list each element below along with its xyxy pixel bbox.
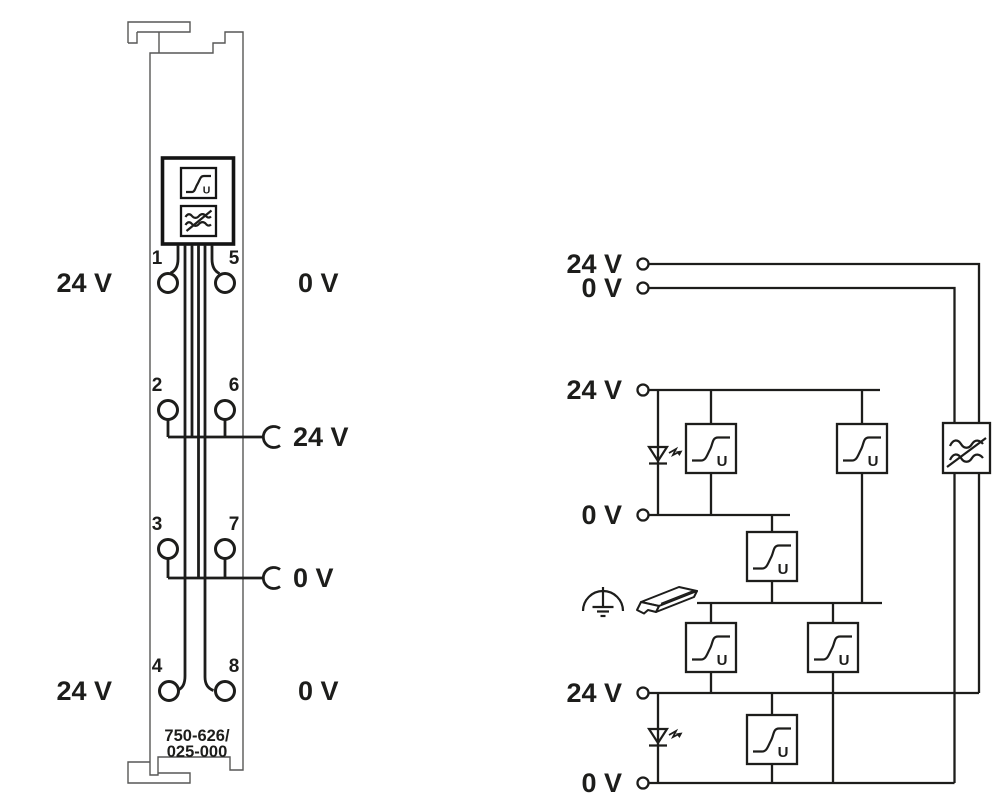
label-field-lower-0v: 0 V (581, 768, 622, 798)
contact-system-24v (636, 257, 650, 271)
terminal-number-4: 4 (152, 656, 163, 677)
earth-icon (581, 587, 625, 618)
terminals (157, 272, 236, 702)
terminal-number-2: 2 (152, 375, 163, 396)
surge-filter-box-2 (835, 422, 889, 475)
label-jumper-24v: 24 V (293, 422, 349, 452)
part-number: 750-626/ 025-000 (164, 727, 230, 761)
label-field-upper-24v: 24 V (566, 375, 622, 405)
contact-upper-0v (636, 508, 650, 522)
terminal-3 (157, 538, 179, 560)
contact-upper-24v (636, 383, 650, 397)
terminal-1 (157, 272, 179, 294)
terminal-6 (214, 399, 236, 421)
surge-filter-box-3 (745, 530, 799, 583)
terminal-4 (158, 680, 180, 702)
part-number-line1: 750-626/ (164, 727, 230, 745)
terminal-2 (157, 399, 179, 421)
label-system-0v: 0 V (581, 273, 622, 303)
contact-lower-0v (636, 776, 650, 790)
surge-filter-box-5 (806, 621, 860, 674)
label-terminal1-24v: 24 V (56, 268, 112, 298)
label-system-24v: 24 V (566, 249, 622, 279)
terminal-number-labels: 1 5 2 6 3 7 4 8 (152, 248, 240, 677)
label-terminal5-0v: 0 V (298, 268, 339, 298)
label-jumper-0v: 0 V (293, 563, 334, 593)
label-field-lower-24v: 24 V (566, 678, 622, 708)
terminal-number-1: 1 (152, 248, 163, 269)
function-icon-block: U (160, 156, 236, 246)
internal-schematic: 24 V 0 V 24 V 0 V 24 V 0 V (566, 249, 992, 798)
contact-system-0v (636, 281, 650, 295)
terminal-number-7: 7 (229, 514, 240, 535)
terminal-7 (214, 538, 236, 560)
module-voltage-labels: 24 V 0 V 24 V 0 V 24 V 0 V (56, 268, 348, 706)
emi-filter-symbol-icon (179, 204, 218, 238)
surge-filter-box-4 (684, 621, 738, 674)
io-module-drawing: U (56, 21, 349, 784)
power-jumper-contact-0v (261, 566, 281, 590)
contact-lower-24v (636, 686, 650, 700)
schematic-wires (648, 262, 981, 785)
label-field-upper-0v: 0 V (581, 500, 622, 530)
label-terminal8-0v: 0 V (298, 676, 339, 706)
terminal-number-5: 5 (229, 248, 240, 269)
terminal-5 (214, 272, 236, 294)
emi-filter-box (941, 421, 992, 475)
schematic-voltage-labels: 24 V 0 V 24 V 0 V 24 V 0 V (566, 249, 622, 798)
module-u-label: U (203, 185, 211, 197)
schematic-terminals (636, 257, 650, 790)
terminal-number-8: 8 (229, 656, 240, 677)
terminal-8 (214, 680, 236, 702)
terminal-number-6: 6 (229, 375, 240, 396)
terminal-number-3: 3 (152, 514, 163, 535)
label-terminal4-24v: 24 V (56, 676, 112, 706)
din-rail-icon (636, 586, 698, 615)
surge-filter-box-1 (684, 422, 738, 475)
surge-voltage-symbol-icon: U (179, 166, 218, 200)
part-number-line2: 025-000 (167, 743, 228, 761)
power-jumper-contact-24v (261, 425, 281, 449)
internal-wires (166, 245, 262, 692)
module-housing-outline (127, 21, 244, 784)
surge-filter-box-6 (745, 713, 799, 766)
